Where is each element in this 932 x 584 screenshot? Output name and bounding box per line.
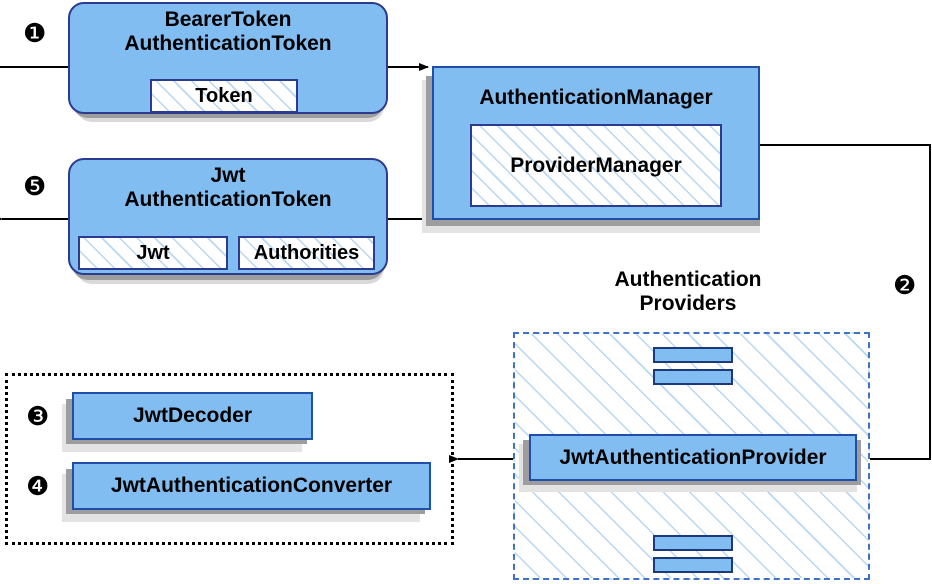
bearer-token-slot-label: Token (195, 84, 253, 107)
jwt-token-slot-jwt: Jwt (78, 236, 228, 270)
step-marker-4: ❹ (26, 472, 50, 502)
jwt-token-title-line1: Jwt (210, 164, 246, 187)
jwt-token-title: Jwt AuthenticationToken (68, 164, 388, 211)
jwt-decoder-card[interactable]: JwtDecoder (72, 392, 313, 440)
line-step2-manager-to-provider (760, 144, 931, 463)
jwt-authentication-provider-label: JwtAuthenticationProvider (559, 445, 827, 469)
jwt-authentication-converter-label: JwtAuthenticationConverter (110, 474, 393, 497)
provider-manager-label: ProviderManager (510, 153, 682, 177)
jwt-decoder-label: JwtDecoder (132, 404, 253, 427)
provider-mini-bar-bottom-2 (653, 557, 733, 573)
provider-manager-slot: ProviderManager (470, 124, 722, 207)
jwt-token-slot-authorities-label: Authorities (253, 241, 360, 264)
bearer-token-title-line2: AuthenticationToken (124, 31, 332, 55)
jwt-authentication-converter-card[interactable]: JwtAuthenticationConverter (72, 462, 431, 510)
jwt-token-slot-jwt-label: Jwt (136, 241, 170, 264)
bearer-token-title-line1: BearerToken (164, 8, 292, 31)
step-marker-2: ❷ (893, 271, 917, 301)
provider-mini-bar-bottom-1 (653, 535, 733, 551)
authentication-manager-title: AuthenticationManager (479, 86, 713, 109)
step-marker-3: ❸ (26, 402, 50, 432)
bearer-token-title: BearerToken AuthenticationToken (68, 8, 388, 55)
step-marker-5: ❺ (23, 172, 47, 202)
jwt-authentication-provider-card[interactable]: JwtAuthenticationProvider (529, 434, 857, 481)
authentication-providers-label: Authentication Providers (572, 268, 804, 315)
provider-mini-bar-top-2 (653, 369, 733, 385)
jwt-token-slot-authorities: Authorities (238, 236, 375, 270)
authentication-providers-label-line1: Authentication (614, 268, 762, 291)
authentication-providers-label-line2: Providers (639, 291, 737, 315)
step-marker-1: ❶ (23, 19, 47, 49)
provider-mini-bar-top-1 (653, 347, 733, 363)
bearer-token-slot: Token (150, 79, 298, 113)
jwt-token-title-line2: AuthenticationToken (124, 187, 332, 211)
